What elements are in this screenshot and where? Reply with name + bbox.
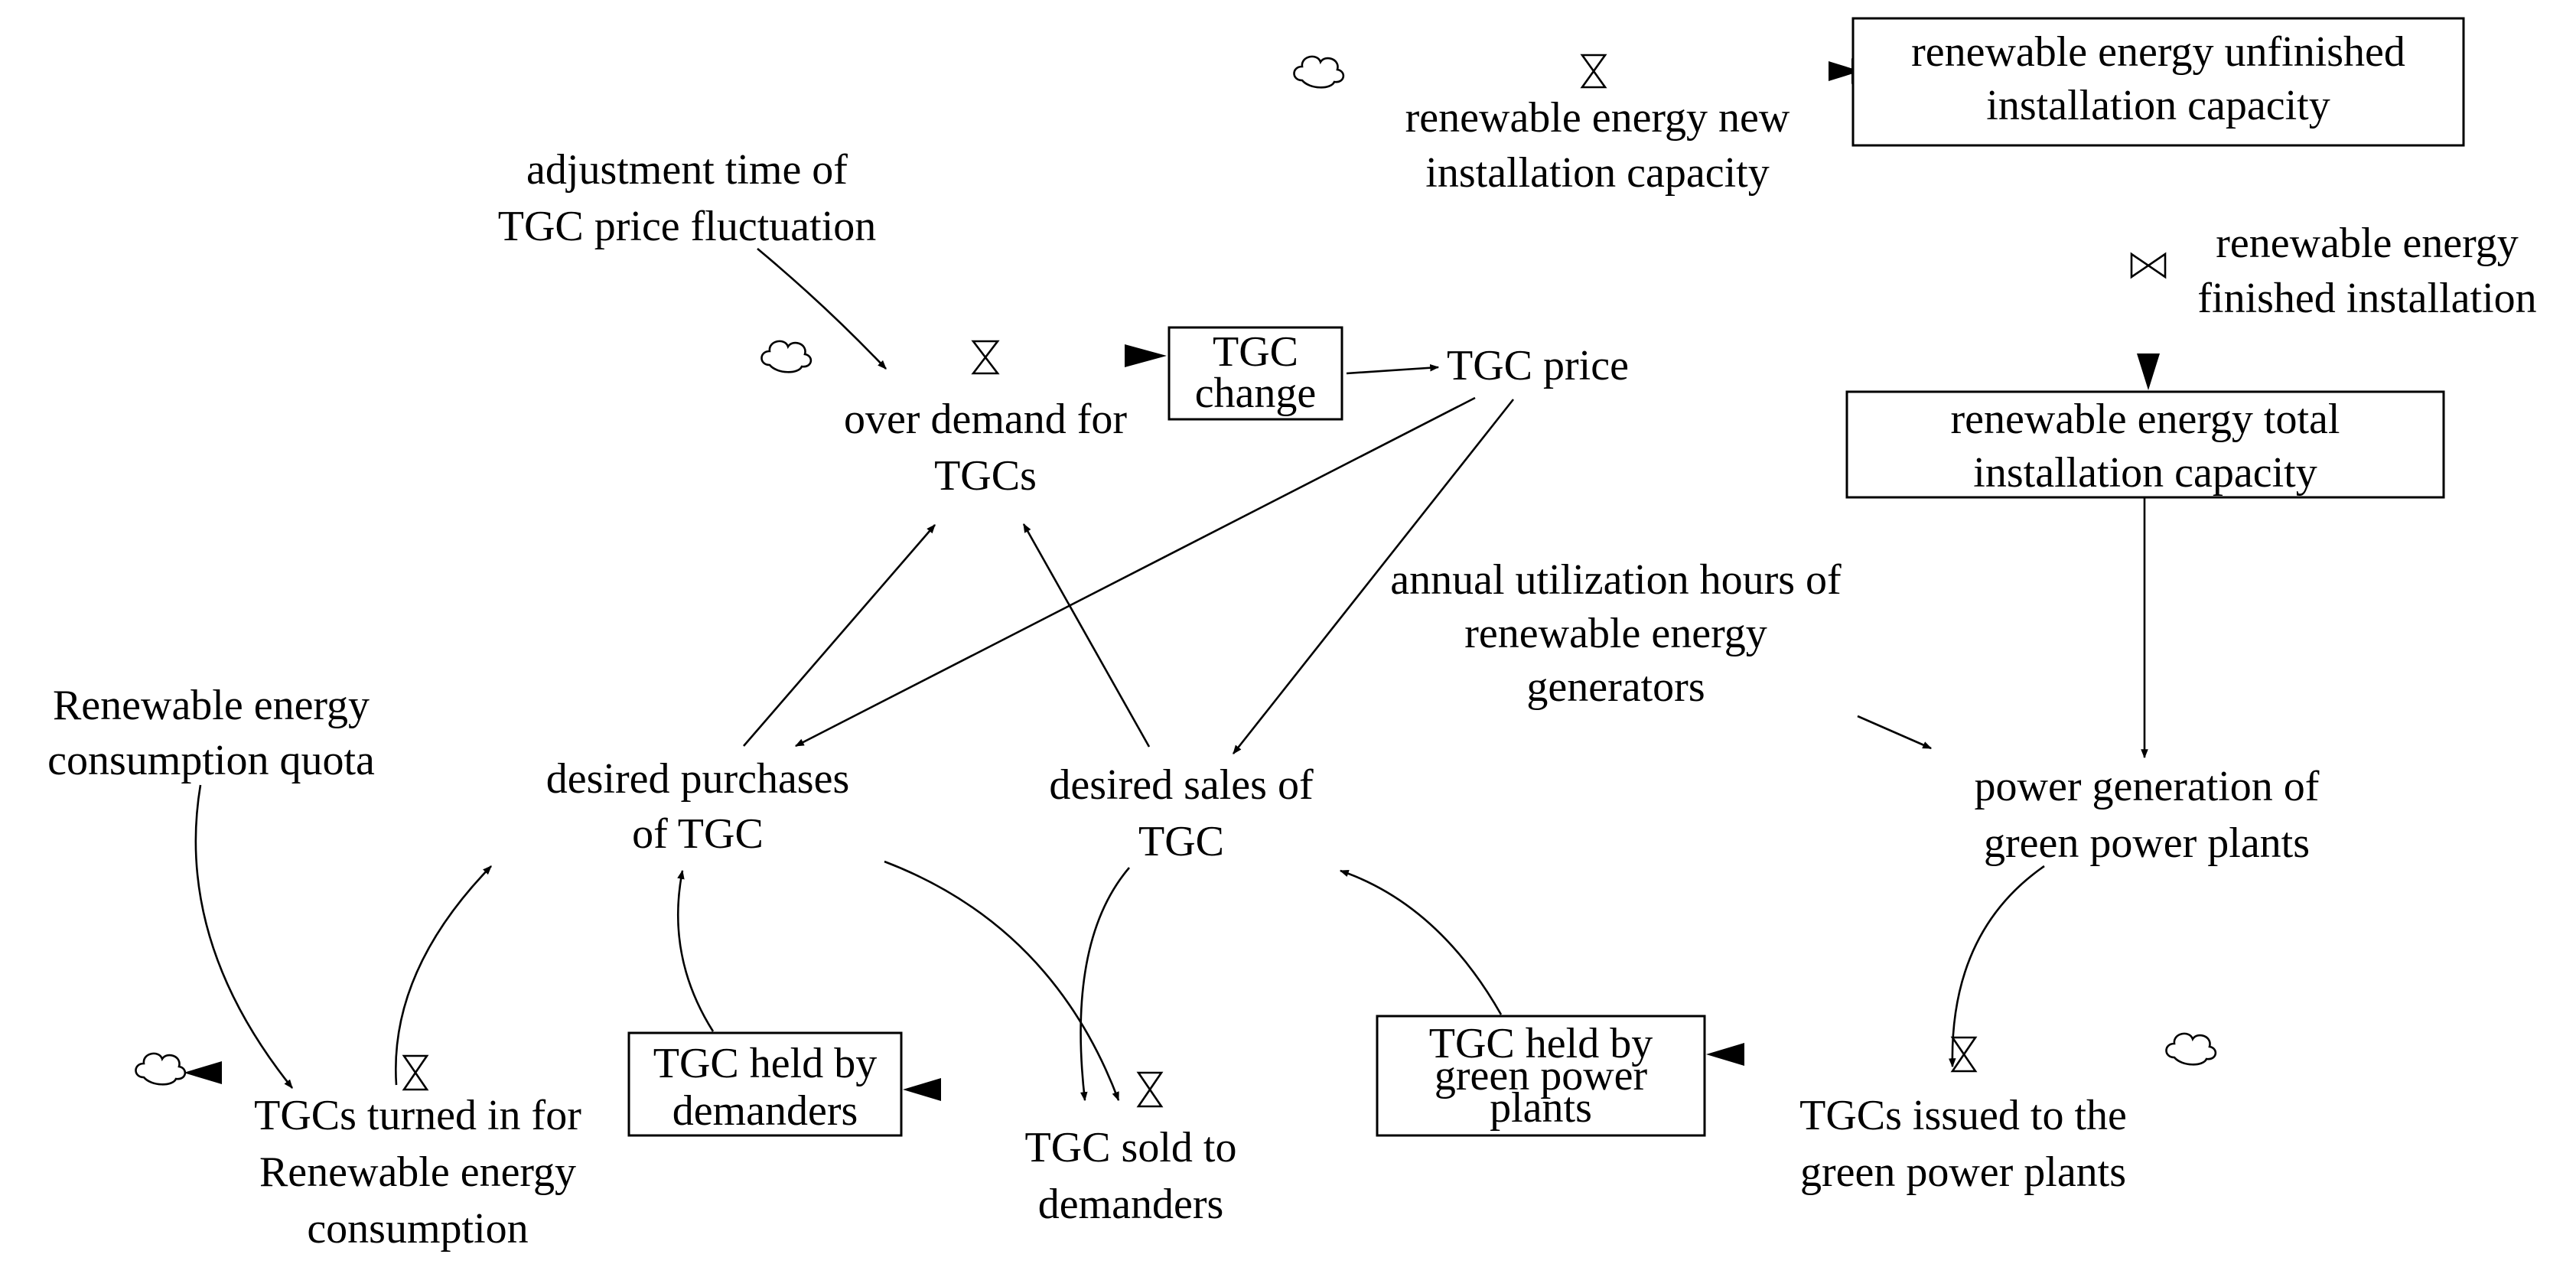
stock-label-line: TGC bbox=[1213, 328, 1298, 376]
link-price-to-desired-purchases bbox=[794, 396, 1476, 748]
link-quota-to-turned-in bbox=[194, 784, 294, 1089]
flow-label-line: TGCs issued to the bbox=[1799, 1092, 2127, 1139]
flow-label-line: installation capacity bbox=[1425, 149, 1769, 197]
flow-pipe-new-installation bbox=[1343, 58, 1861, 84]
variable-label-line: Renewable energy bbox=[53, 682, 370, 729]
cloud-icon bbox=[760, 340, 813, 373]
variable-desired-purchases: desired purchases of TGC bbox=[546, 755, 850, 858]
stock-label-line: demanders bbox=[672, 1087, 858, 1135]
stock-tgc-change: TGC change bbox=[1168, 326, 1343, 421]
flow-label-line: TGCs bbox=[934, 452, 1037, 500]
flow-pipe-finished-installation bbox=[2137, 145, 2160, 390]
variable-power-generation: power generation of green power plants bbox=[1975, 763, 2320, 867]
cloud-icon bbox=[1293, 55, 1345, 89]
flow-label-line: renewable energy bbox=[2216, 220, 2518, 267]
variable-consumption-quota: Renewable energy consumption quota bbox=[47, 682, 375, 784]
flow-label-line: consumption bbox=[307, 1205, 528, 1253]
flow-label-line: demanders bbox=[1038, 1181, 1224, 1228]
flow-label-line: Renewable energy bbox=[259, 1148, 576, 1196]
flow-pipe-issued bbox=[1706, 1043, 2169, 1066]
stock-label-line: green power bbox=[1435, 1052, 1648, 1099]
link-held-by-demanders-to-desired-purchases bbox=[676, 869, 715, 1032]
flow-label-issued: TGCs issued to the green power plants bbox=[1799, 1092, 2127, 1196]
variable-label-line: generators bbox=[1526, 663, 1705, 711]
valve-icon bbox=[1136, 1071, 1164, 1108]
stock-held-by-plants: TGC held by green power plants bbox=[1376, 1015, 1706, 1137]
stock-label-line: TGC held by bbox=[1429, 1020, 1653, 1067]
link-power-generation-to-issued bbox=[1948, 865, 2045, 1068]
stock-label-line: installation capacity bbox=[1986, 82, 2330, 129]
link-adjustment-to-over-demand bbox=[757, 248, 887, 370]
link-desired-purchases-to-sold bbox=[884, 860, 1120, 1102]
causal-links bbox=[194, 248, 2148, 1102]
valve-icon bbox=[971, 340, 1000, 375]
variable-label-line: adjustment time of bbox=[526, 146, 848, 194]
flow-pipe-turned-in bbox=[184, 1061, 629, 1084]
link-tgc-change-to-price bbox=[1346, 363, 1440, 375]
variable-label-line: renewable energy bbox=[1464, 610, 1767, 657]
variable-label-line: TGC bbox=[1138, 818, 1224, 865]
flow-label-line: TGC sold to bbox=[1025, 1124, 1237, 1171]
flow-label-sold: TGC sold to demanders bbox=[1025, 1124, 1237, 1228]
flow-label-line: TGCs turned in for bbox=[254, 1092, 581, 1139]
stock-unfinished-installation: renewable energy unfinished installation… bbox=[1851, 17, 2465, 147]
cloud-icon bbox=[2165, 1032, 2217, 1066]
variable-label-line: TGC price bbox=[1447, 342, 1629, 389]
link-held-by-plants-to-desired-sales bbox=[1339, 869, 1503, 1015]
stock-label-line: installation capacity bbox=[1973, 449, 2317, 497]
stock-label-line: TGC held by bbox=[653, 1040, 877, 1087]
variable-desired-sales: desired sales of TGC bbox=[1049, 761, 1314, 865]
variable-annual-hours: annual utilization hours of renewable en… bbox=[1390, 556, 1842, 711]
valve-icon bbox=[1950, 1036, 1978, 1073]
variable-label-line: power generation of bbox=[1975, 763, 2320, 810]
stock-label-line: change bbox=[1195, 370, 1317, 417]
flow-label-new-installation: renewable energy new installation capaci… bbox=[1405, 94, 1790, 197]
stock-label-line: plants bbox=[1490, 1084, 1592, 1132]
variable-label-line: of TGC bbox=[632, 810, 764, 858]
flow-label-line: renewable energy new bbox=[1405, 94, 1790, 142]
variable-label-line: desired purchases bbox=[546, 755, 850, 803]
flow-label-over-demand: over demand for TGCs bbox=[844, 396, 1127, 500]
flow-label-line: finished installation bbox=[2197, 275, 2536, 322]
flow-label-line: over demand for bbox=[844, 396, 1127, 443]
variable-label-line: green power plants bbox=[1984, 819, 2310, 867]
variable-label-line: annual utilization hours of bbox=[1390, 556, 1842, 604]
stock-total-installation: renewable energy total installation capa… bbox=[1845, 390, 2445, 499]
valve-icon bbox=[402, 1054, 429, 1091]
flow-label-finished-installation: renewable energy finished installation bbox=[2197, 220, 2536, 322]
stock-label-line: renewable energy total bbox=[1951, 396, 2340, 443]
link-annual-hours-to-power-generation bbox=[1857, 715, 1933, 750]
variable-label-line: consumption quota bbox=[47, 737, 375, 784]
link-desired-purchases-to-over-demand bbox=[743, 524, 936, 747]
stock-label-line: renewable energy unfinished bbox=[1911, 28, 2405, 76]
stock-held-by-demanders: TGC held by demanders bbox=[627, 1031, 903, 1137]
flow-pipe-sold bbox=[903, 1078, 1377, 1101]
link-turned-in-to-desired-purchases bbox=[395, 865, 492, 1086]
flow-label-line: green power plants bbox=[1800, 1148, 2126, 1196]
valve-icon bbox=[2130, 252, 2167, 279]
variable-label-line: desired sales of bbox=[1049, 761, 1314, 809]
link-price-to-desired-sales bbox=[1232, 399, 1515, 754]
variable-label-line: TGC price fluctuation bbox=[498, 203, 877, 250]
flow-pipe-over-demand bbox=[808, 344, 1167, 367]
flow-label-turned-in: TGCs turned in for Renewable energy cons… bbox=[254, 1092, 581, 1253]
link-desired-sales-to-sold bbox=[1080, 867, 1130, 1102]
link-desired-sales-to-over-demand bbox=[1022, 523, 1151, 748]
cloud-icon bbox=[135, 1052, 187, 1086]
valve-icon bbox=[1580, 54, 1607, 89]
variable-tgc-price: TGC price bbox=[1447, 342, 1629, 389]
variable-adjustment-time: adjustment time of TGC price fluctuation bbox=[498, 146, 877, 250]
